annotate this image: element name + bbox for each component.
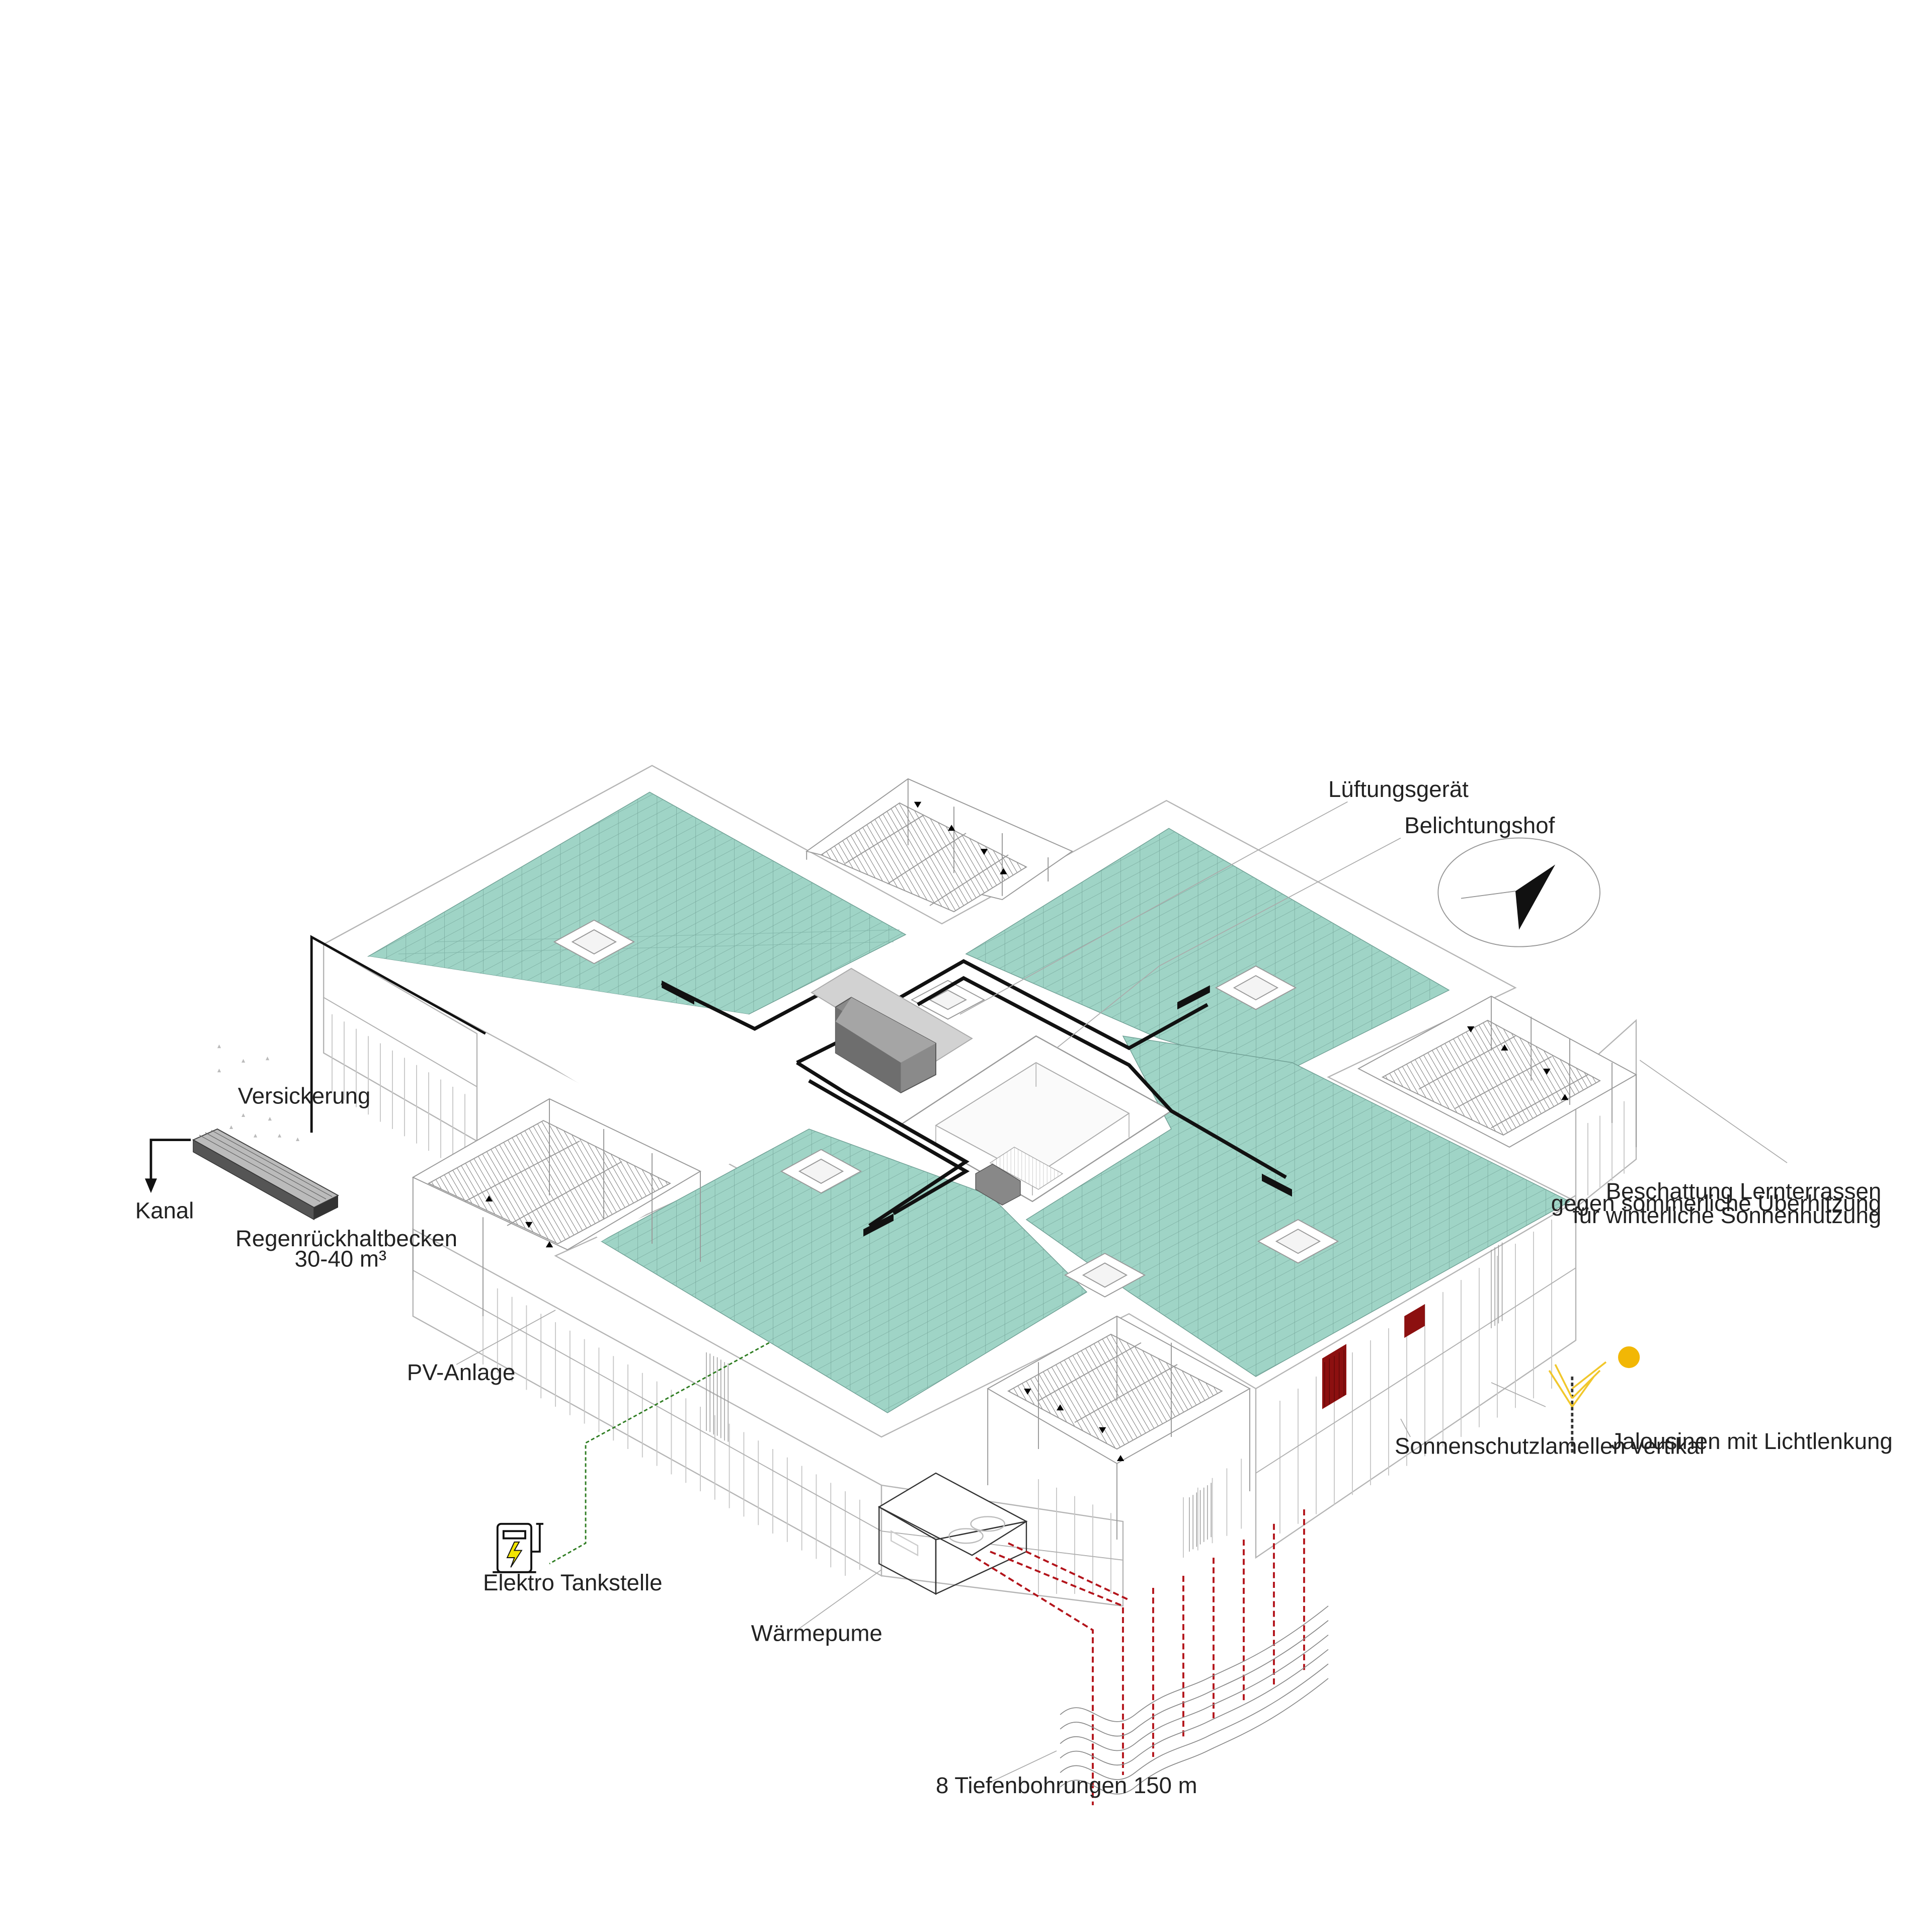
sonnenschutz-lamellen	[1322, 1304, 1425, 1409]
facade-louvres	[706, 1242, 1503, 1552]
skylight	[1064, 1253, 1146, 1298]
terrace-north	[805, 778, 1074, 913]
louvre-blind-icon	[1548, 1361, 1607, 1455]
skylight	[553, 919, 635, 964]
pv-field-west	[368, 956, 797, 1242]
terrace-south	[987, 1315, 1251, 1540]
leader-lines	[456, 801, 1788, 1783]
label-tiefenbohrungen: 8 Tiefenbohrungen 150 m	[936, 1773, 1197, 1798]
pv-field-east	[1025, 1035, 1571, 1377]
label-versickerung: Versickerung	[238, 1083, 371, 1109]
pv-array	[367, 791, 1571, 1413]
electric-cable	[549, 1342, 770, 1565]
pv-grid-lines	[398, 929, 900, 954]
label-belichtungshof: Belichtungshof	[1404, 813, 1555, 838]
label-pv-anlage: PV-Anlage	[407, 1359, 515, 1385]
label-jalousinen: Jalousinen mit Lichtlenkung	[1611, 1428, 1893, 1454]
label-waermepumpe: Wärmepume	[751, 1621, 882, 1646]
geothermal-probes	[975, 1509, 1305, 1805]
kanal-arrow	[145, 1178, 157, 1193]
ev-charger-icon	[493, 1522, 543, 1573]
terrace-east	[1357, 995, 1637, 1148]
roof-skylights	[553, 919, 1339, 1298]
label-elektro-tankstelle: Elektro Tankstelle	[483, 1570, 662, 1595]
facade-floor-lines	[323, 997, 1576, 1561]
pv-field-southwest	[600, 1129, 1088, 1413]
label-sonnenschutz: Sonnenschutzlamellen vertikal	[1395, 1433, 1705, 1459]
skylight	[780, 1149, 862, 1194]
versickerung-dots	[217, 1044, 300, 1141]
skylight	[1257, 1219, 1339, 1264]
label-beschattung-line2: gegen sommerliche Überhitzung	[1551, 1190, 1881, 1216]
label-beschattung-line3: für winterliche Sonnennutzung	[1573, 1202, 1881, 1228]
terrace-west	[412, 1098, 702, 1316]
duct-terminals	[662, 980, 1292, 1237]
label-kanal: Kanal	[135, 1198, 194, 1224]
labels: Lüftungsgerät Belichtungshof Beschattung…	[135, 776, 1893, 1798]
skylight	[910, 980, 986, 1020]
north-arrow-icon	[1437, 837, 1600, 947]
sun-icon	[1618, 1346, 1640, 1369]
facade-glazing	[332, 1014, 1625, 1594]
regenrueckhaltebecken-tank	[192, 1128, 340, 1221]
central-courtyard	[898, 1035, 1173, 1202]
terrace-arrows	[485, 801, 1569, 1461]
rain-downpipe	[149, 935, 486, 1181]
ventilation-unit	[810, 968, 1021, 1206]
label-beschattung-line1: Beschattung Lernterrassen	[1606, 1178, 1881, 1204]
label-volumen: 30-40 m³	[295, 1246, 386, 1272]
skylight	[1215, 965, 1297, 1010]
label-regenrueckhaltebecken: Regenrückhaltbecken	[235, 1226, 457, 1251]
ground-waves	[1060, 1605, 1329, 1795]
label-lueftungsgeraet: Lüftungsgerät	[1328, 776, 1469, 802]
